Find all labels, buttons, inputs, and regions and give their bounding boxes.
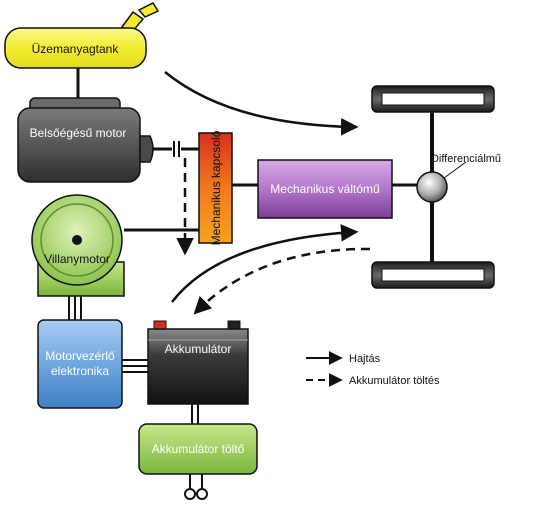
wheel-bottom <box>371 261 495 289</box>
mechanical-clutch: Mechanikus kapcsoló <box>198 130 233 245</box>
clutch-label: Mechanikus kapcsoló <box>209 130 223 245</box>
motor-electronics-label-line2: elektronika <box>51 364 109 378</box>
fuel-filler-cap-icon <box>120 2 160 33</box>
battery-label: Akkumulátor <box>165 342 232 356</box>
differential-label: Differenciálmű <box>431 153 501 165</box>
combustion-engine: Belsőégésű motor <box>17 97 154 183</box>
charge-arrow-wheels <box>193 247 371 315</box>
regen-arrow <box>171 224 359 303</box>
gearbox-label: Mechanikus váltómű <box>270 182 380 196</box>
motor-electronics-label-line1: Motorvezérlő <box>45 349 115 363</box>
motor-shaft-icon <box>72 235 82 245</box>
motor-electronics: Motorvezérlő elektronika <box>37 319 123 409</box>
gearbox: Mechanikus váltómű <box>257 159 393 219</box>
charger-plug-icon <box>184 488 208 500</box>
electric-motor: Villanymotor <box>31 194 125 297</box>
charger-label: Akkumulátor töltő <box>152 442 245 456</box>
battery-negative-terminal <box>227 320 241 330</box>
drive-arrow <box>164 71 359 136</box>
differential: Differenciálmű <box>416 153 501 203</box>
wheel-top <box>371 85 495 113</box>
fuel-tank: Üzemanyagtank <box>4 2 160 69</box>
legend: Hajtás Akkumulátor töltés <box>306 351 440 387</box>
battery-charger: Akkumulátor töltő <box>138 423 258 475</box>
electric-motor-label: Villanymotor <box>44 252 110 266</box>
flow-arrows <box>164 71 371 315</box>
legend-drive-label: Hajtás <box>349 353 381 365</box>
battery-positive-terminal <box>153 320 167 330</box>
legend-charging-label: Akkumulátor töltés <box>349 375 440 387</box>
engine-label: Belsőégésű motor <box>30 126 127 140</box>
fuel-tank-label: Üzemanyagtank <box>32 42 120 56</box>
battery: Akkumulátor <box>147 320 249 405</box>
